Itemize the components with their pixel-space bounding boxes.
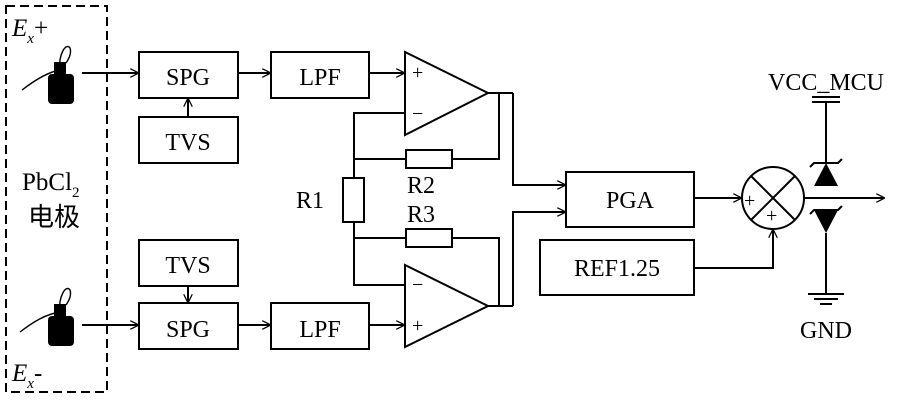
lpf-bottom-label: LPF [299,317,340,343]
lpf-top-block [270,51,370,99]
r3-label: R3 [407,202,435,228]
pbcl2-label: PbCl2 [22,169,80,201]
electrode-enclosure [5,5,108,393]
lpf-top-label: LPF [299,65,340,91]
summer-in2-sign: + [766,205,777,227]
vcc-mcu-label: VCC_MCU [768,70,884,96]
opamp-top-in1-sign: + [412,62,423,84]
electrode-bottom-icon [19,287,74,346]
r1-label: R1 [296,188,324,214]
ex-plus-label: Ex+ [11,15,48,47]
resistor-r2 [405,149,453,169]
spg-top-label: SPG [166,65,210,91]
r2-label: R2 [407,173,435,199]
spg-top-block [138,51,239,99]
ex-minus-label: Ex- [11,360,42,392]
tvs-bottom-label: TVS [165,253,210,279]
electrode-zh-label: 电极 [28,203,80,233]
tvs-top-label: TVS [165,130,210,156]
opamp-bottom-in2-sign: + [412,315,423,337]
summer-in1-sign: + [744,190,755,212]
resistor-r3 [405,228,453,248]
ref-label: REF1.25 [574,256,660,282]
pga-block [565,171,695,228]
opamp-top [404,50,491,137]
opamp-bottom-in1-sign: − [412,274,423,296]
opamp-bottom [404,263,491,349]
zener-diode-top [809,158,843,186]
spg-bottom-label: SPG [166,317,210,343]
resistor-r1 [342,177,365,223]
opamp-top-in2-sign: − [412,103,423,125]
gnd-label: GND [800,318,852,344]
zener-diode-bottom [809,205,843,233]
electrode-top-icon [21,45,74,104]
pga-label: PGA [606,188,655,214]
